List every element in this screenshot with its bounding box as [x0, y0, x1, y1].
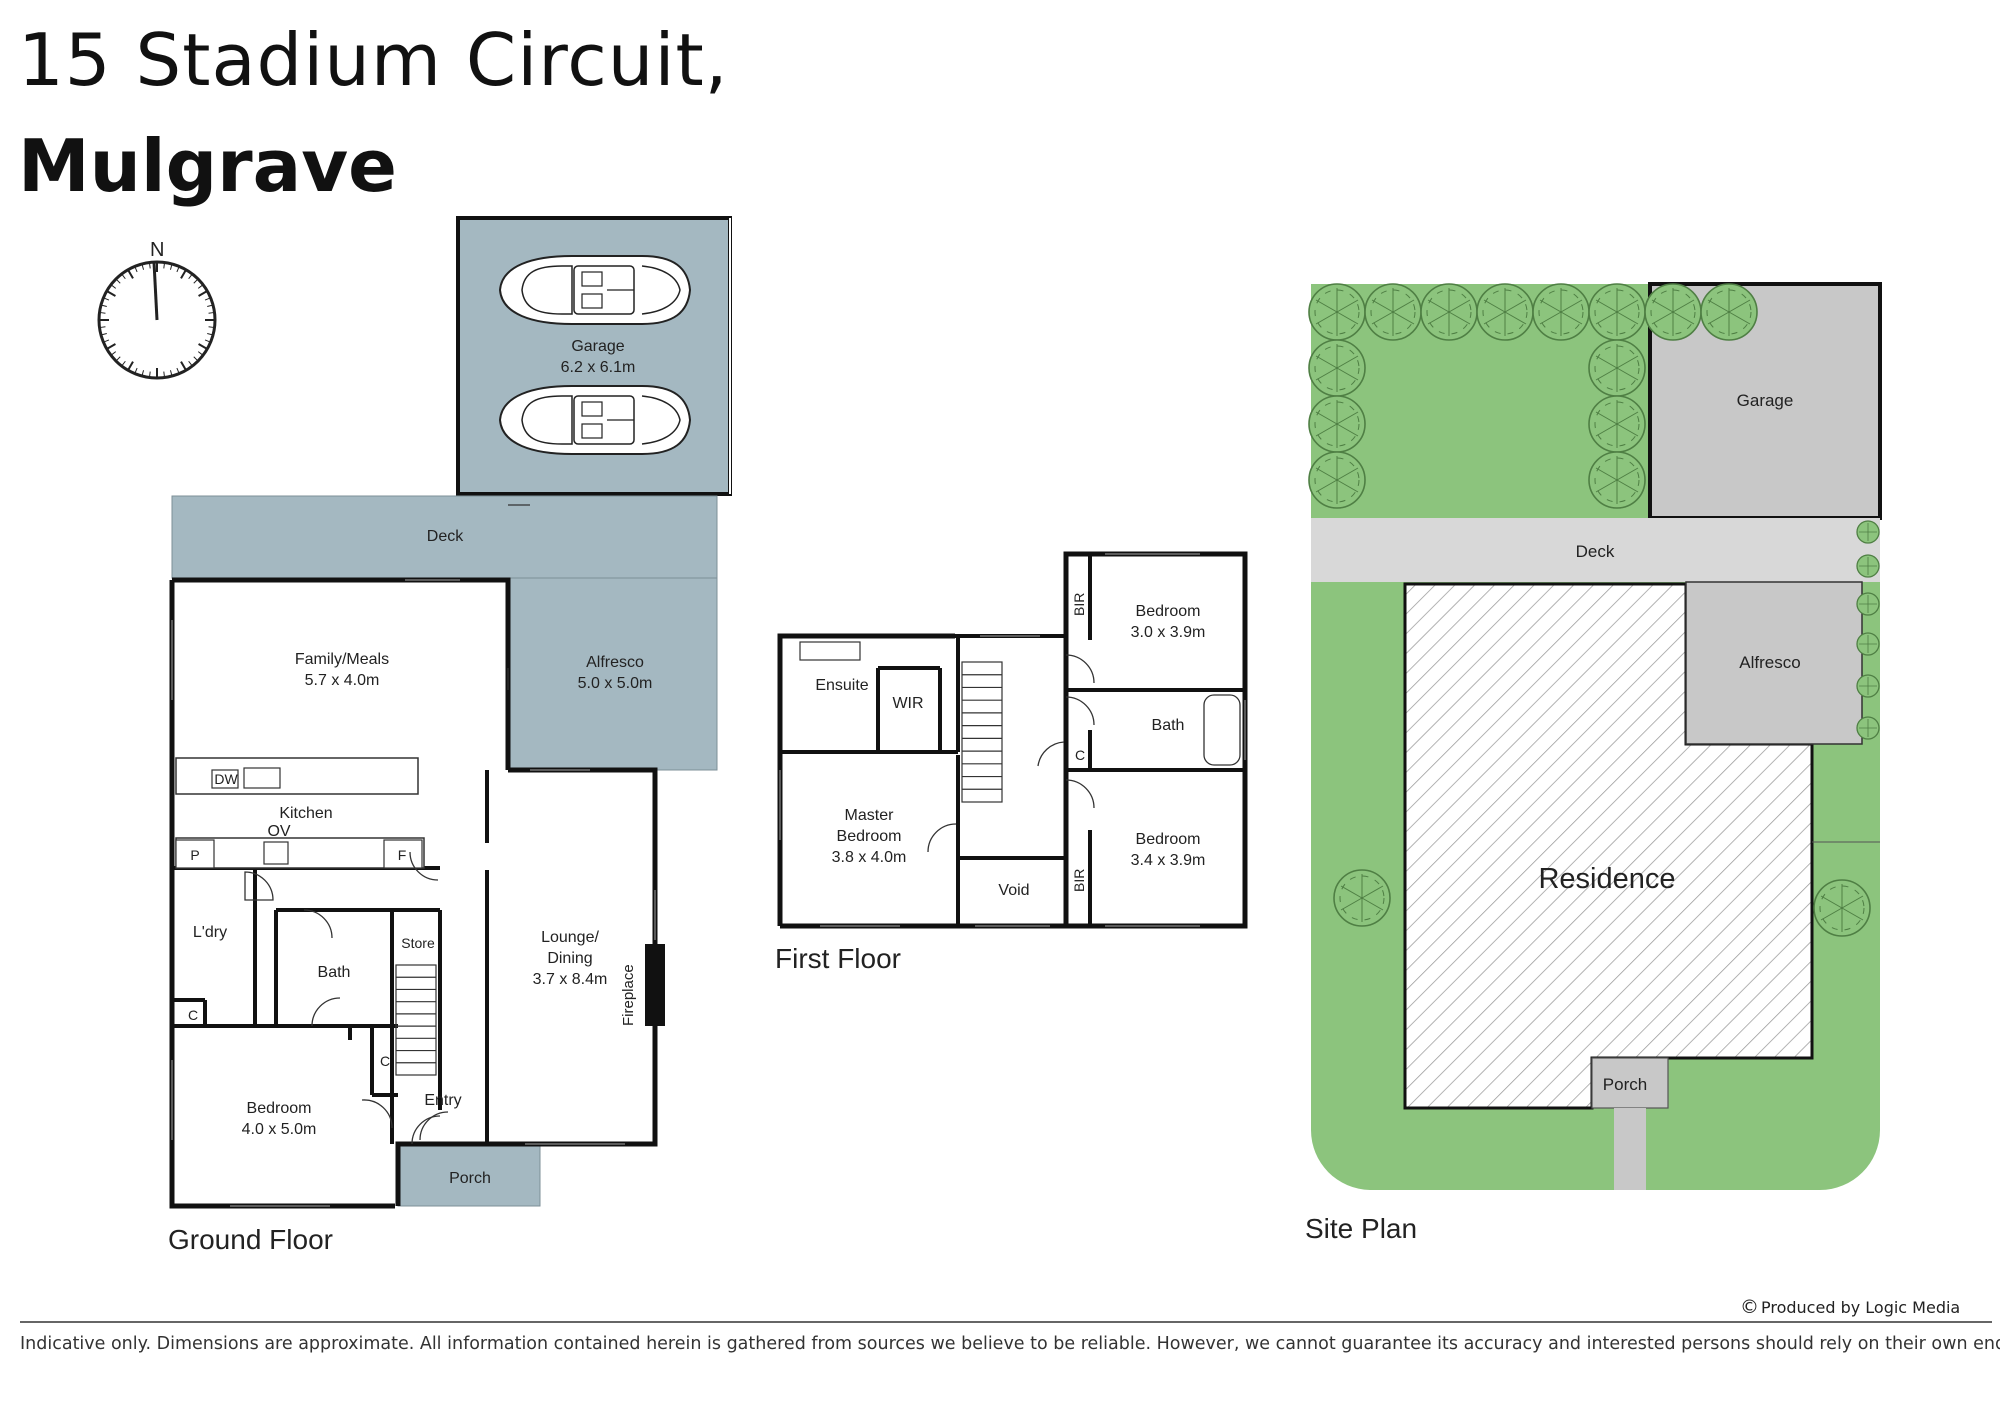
tree-icon: [1308, 395, 1366, 453]
ff-master-label-2: Bedroom: [837, 828, 902, 845]
tree-icon: [1532, 283, 1590, 341]
suburb-title: Mulgrave: [18, 124, 397, 208]
ff-bedroom2-label: Bedroom: [1136, 603, 1201, 620]
gf-oven-label: OV: [267, 823, 290, 840]
gf-deck-label: Deck: [427, 528, 464, 545]
ff-master-label-1: Master: [845, 807, 895, 824]
ff-bath-label: Bath: [1152, 717, 1185, 734]
ff-master-dims: 3.8 x 4.0m: [832, 849, 907, 866]
site-plan: Garage Deck Alfresco Porch Residence Sit…: [1305, 282, 1882, 1244]
footer-divider: [20, 1321, 1992, 1323]
tree-icon: [1588, 395, 1646, 453]
tree-icon: [1308, 339, 1366, 397]
gf-lounge-label-2: Dining: [547, 950, 592, 967]
tree-icon: [1644, 283, 1702, 341]
gf-garage-dims: 6.2 x 6.1m: [561, 359, 636, 376]
gf-family-dims: 5.7 x 4.0m: [305, 672, 380, 689]
gf-alfresco-dims: 5.0 x 5.0m: [578, 675, 653, 692]
gf-entry-label: Entry: [424, 1092, 461, 1109]
shrub-icon: [1856, 716, 1880, 740]
gf-family-label: Family/Meals: [295, 651, 389, 668]
gf-fireplace-label: Fireplace: [620, 964, 637, 1026]
gf-lounge-label-1: Lounge/: [541, 929, 599, 946]
ff-bedroom2-dims: 3.0 x 3.9m: [1131, 624, 1206, 641]
ff-bir-label-1: BIR: [1071, 593, 1087, 616]
ff-bir-label-2: BIR: [1071, 869, 1087, 892]
disclaimer-text: Indicative only. Dimensions are approxim…: [20, 1334, 2000, 1354]
ground-floor-label: Ground Floor: [168, 1224, 333, 1255]
ground-floor-plan: Garage 6.2 x 6.1m Deck Family/Meals 5.7 …: [168, 216, 732, 1255]
gf-cupboard-label-2: C: [380, 1053, 390, 1069]
site-plan-label: Site Plan: [1305, 1213, 1417, 1244]
gf-bath-label: Bath: [318, 964, 351, 981]
gf-bedroom-dims: 4.0 x 5.0m: [242, 1121, 317, 1138]
address-line: 15 Stadium Circuit,: [18, 18, 729, 102]
gf-porch-label: Porch: [449, 1170, 491, 1187]
tree-icon: [1333, 869, 1391, 927]
tree-icon: [1813, 879, 1871, 937]
tree-icon: [1308, 451, 1366, 509]
gf-garage-label: Garage: [571, 338, 624, 355]
ff-bedroom3-dims: 3.4 x 3.9m: [1131, 852, 1206, 869]
ff-ensuite-label: Ensuite: [815, 677, 868, 694]
tree-icon: [1308, 283, 1366, 341]
gf-laundry-label: L'dry: [193, 924, 227, 941]
ff-bedroom3-label: Bedroom: [1136, 831, 1201, 848]
gf-cupboard-label: C: [188, 1007, 198, 1023]
site-garage-label: Garage: [1737, 391, 1794, 410]
site-alfresco-label: Alfresco: [1739, 653, 1800, 672]
first-floor-plan: Ensuite WIR Master Bedroom 3.8 x 4.0m Vo…: [775, 551, 1248, 974]
gf-store-label: Store: [401, 935, 435, 951]
shrub-icon: [1856, 554, 1880, 578]
tree-icon: [1588, 283, 1646, 341]
gf-dishwasher-label: DW: [214, 771, 238, 787]
tree-icon: [1476, 283, 1534, 341]
site-deck-label: Deck: [1576, 542, 1615, 561]
copyright-icon: ©: [1740, 1296, 1759, 1318]
ff-void-label: Void: [998, 882, 1029, 899]
shrub-icon: [1856, 520, 1880, 544]
tree-icon: [1700, 283, 1758, 341]
gf-alfresco-label: Alfresco: [586, 654, 644, 671]
ff-cupboard-label: C: [1075, 747, 1085, 763]
tree-icon: [1588, 339, 1646, 397]
tree-icon: [1420, 283, 1478, 341]
shrub-icon: [1856, 632, 1880, 656]
first-floor-label: First Floor: [775, 943, 901, 974]
shrub-icon: [1856, 592, 1880, 616]
credit-text: ©Produced by Logic Media: [1740, 1296, 1960, 1318]
credit-label: Produced by Logic Media: [1761, 1298, 1961, 1317]
tree-icon: [1588, 451, 1646, 509]
compass-north-label: N: [150, 239, 164, 261]
shrub-icon: [1856, 674, 1880, 698]
compass-icon: N: [97, 239, 217, 380]
ff-wir-label: WIR: [892, 695, 923, 712]
gf-fridge-label: F: [398, 847, 407, 863]
gf-lounge-dims: 3.7 x 8.4m: [533, 971, 608, 988]
tree-icon: [1364, 283, 1422, 341]
site-residence-label: Residence: [1538, 863, 1675, 895]
gf-pantry-label: P: [190, 847, 199, 863]
gf-kitchen-label: Kitchen: [279, 805, 332, 822]
site-porch-label: Porch: [1603, 1075, 1647, 1094]
gf-bedroom-label: Bedroom: [247, 1100, 312, 1117]
